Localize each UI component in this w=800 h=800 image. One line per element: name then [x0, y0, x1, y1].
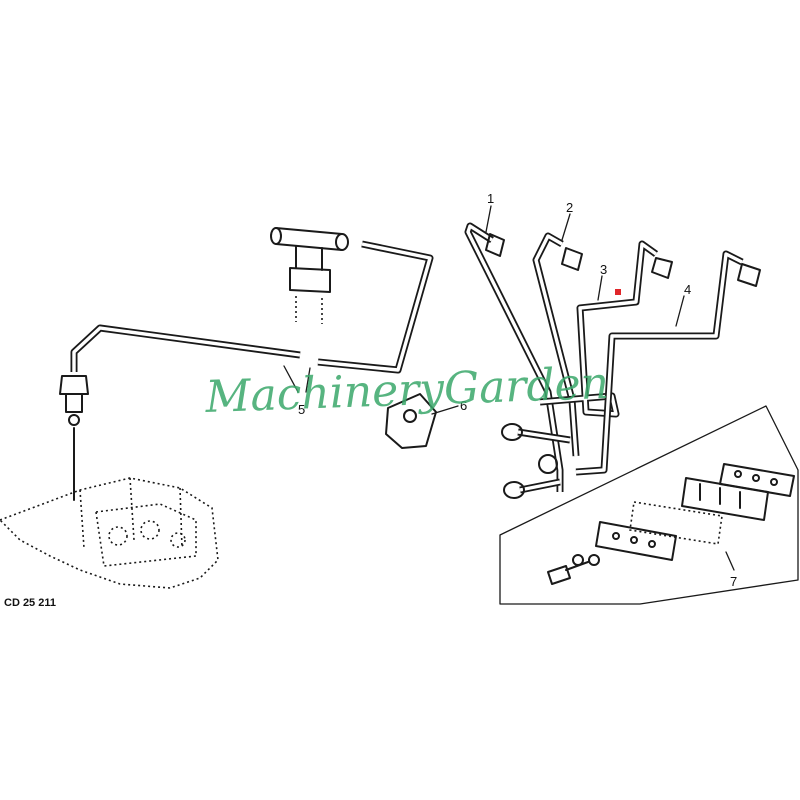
injector-pipe-3: [539, 240, 673, 418]
callout-5: 5: [298, 402, 305, 417]
tee-fitting: [270, 227, 349, 324]
pipe-end-fittings: [501, 423, 571, 499]
kit-frame: [499, 405, 799, 605]
callout-6: 6: [460, 398, 467, 413]
callout-3: 3: [600, 262, 607, 277]
banjo-fitting: [59, 375, 89, 501]
bracket: [385, 393, 437, 449]
clamp-kit-parts: [547, 463, 795, 585]
callout-4: 4: [684, 282, 691, 297]
return-pipe: [70, 240, 434, 374]
figure-code: CD 25 211: [4, 597, 56, 609]
injector-pipe-2: [532, 232, 583, 457]
leader-lines: [283, 205, 735, 571]
callout-7: 7: [730, 574, 737, 589]
injection-pump: [0, 477, 219, 589]
marker-dot: [615, 289, 621, 295]
injector-pipe-4: [575, 250, 761, 476]
callout-1: 1: [487, 191, 494, 206]
injector-pipe-1: [464, 222, 564, 492]
callout-2: 2: [566, 200, 573, 215]
